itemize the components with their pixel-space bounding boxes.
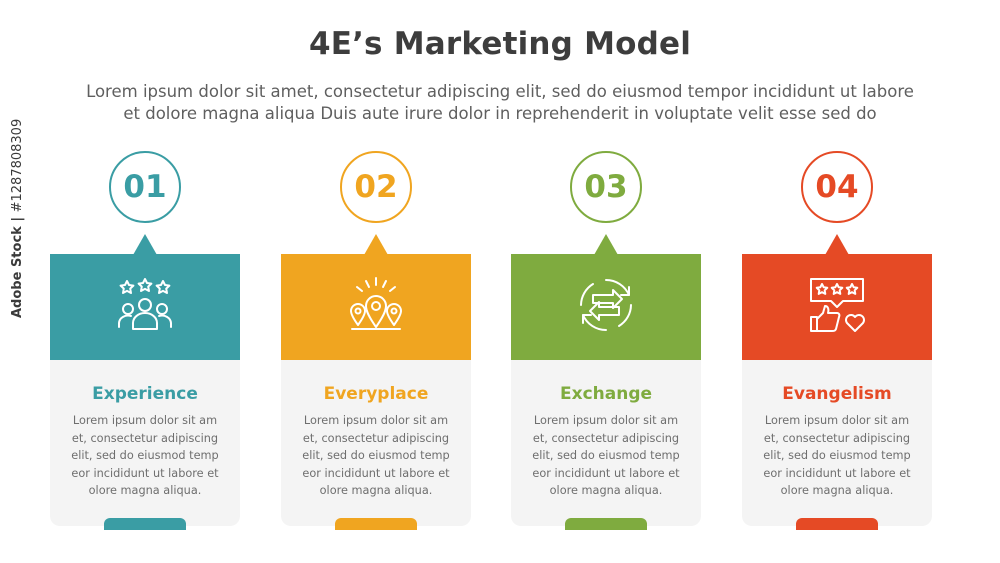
description-line: olore magna aliqua. xyxy=(780,484,894,497)
description-line: Lorem ipsum dolor sit am xyxy=(72,414,218,427)
location-pins-icon xyxy=(346,275,406,339)
stock-watermark: Adobe Stock | #1287808309 xyxy=(10,119,25,318)
step-pointer xyxy=(133,234,157,255)
step-description: Lorem ipsum dolor sit am et, consectetur… xyxy=(287,412,465,500)
step-pointer xyxy=(364,234,388,255)
watermark-id: #1287808309 xyxy=(10,118,25,213)
step-title: Exchange xyxy=(559,384,653,404)
description-line: elit, sed do eiusmod temp xyxy=(71,449,219,462)
description-line: elit, sed do eiusmod temp xyxy=(763,449,911,462)
page-subtitle: Lorem ipsum dolor sit amet, consectetur … xyxy=(30,81,970,125)
subtitle-line-1: Lorem ipsum dolor sit amet, consectetur … xyxy=(86,82,914,101)
exchange-arrows-icon xyxy=(576,275,636,339)
step-title: Evangelism xyxy=(782,384,892,404)
subtitle-line-2: et dolore magna aliqua Duis aute irure d… xyxy=(123,104,877,123)
step-header-box xyxy=(50,254,240,360)
description-line: eor incididunt ut labore et xyxy=(71,466,219,480)
description-line: Lorem ipsum dolor sit am xyxy=(303,414,449,427)
step-column-exchange: 03 Exchange Lorem ipsum dolor sit am et,… xyxy=(511,150,701,530)
step-description: Lorem ipsum dolor sit am et, consectetur… xyxy=(517,412,695,500)
description-line: eor incididunt ut labore et xyxy=(763,466,911,480)
description-line: elit, sed do eiusmod temp xyxy=(302,449,450,462)
description-line: Lorem ipsum dolor sit am xyxy=(533,414,679,427)
watermark-separator: | xyxy=(10,212,25,227)
step-header-box xyxy=(281,254,471,360)
step-header-box xyxy=(742,254,932,360)
step-description: Lorem ipsum dolor sit am et, consectetur… xyxy=(56,412,234,500)
description-line: eor incididunt ut labore et xyxy=(302,466,450,480)
step-bottom-tab xyxy=(565,518,647,530)
description-line: eor incididunt ut labore et xyxy=(532,466,680,480)
description-line: Lorem ipsum dolor sit am xyxy=(764,414,910,427)
step-description: Lorem ipsum dolor sit am et, consectetur… xyxy=(748,412,926,500)
step-pointer xyxy=(594,234,618,255)
description-line: et, consectetur adipiscing xyxy=(71,431,219,445)
step-column-experience: 01 Experience Lorem ipsum dolor sit am e… xyxy=(50,150,240,530)
description-line: olore magna aliqua. xyxy=(319,484,433,497)
step-column-everyplace: 02 Everyplace Lorem ipsum dolor sit am e… xyxy=(281,150,471,530)
step-bottom-tab xyxy=(335,518,417,530)
step-number: 01 xyxy=(109,151,181,223)
description-line: elit, sed do eiusmod temp xyxy=(532,449,680,462)
step-number: 03 xyxy=(570,151,642,223)
description-line: olore magna aliqua. xyxy=(549,484,663,497)
step-bottom-tab xyxy=(796,518,878,530)
step-bottom-tab xyxy=(104,518,186,530)
step-title: Experience xyxy=(92,384,198,404)
page-title: 4E’s Marketing Model xyxy=(308,26,692,62)
description-line: olore magna aliqua. xyxy=(88,484,202,497)
step-header-box xyxy=(511,254,701,360)
description-line: et, consectetur adipiscing xyxy=(532,431,680,445)
step-title: Everyplace xyxy=(323,384,429,404)
step-pointer xyxy=(825,234,849,255)
step-column-evangelism: 04 Evangelism Lorem ipsum dolor sit am e… xyxy=(742,150,932,530)
review-like-icon xyxy=(807,275,867,339)
description-line: et, consectetur adipiscing xyxy=(763,431,911,445)
description-line: et, consectetur adipiscing xyxy=(302,431,450,445)
watermark-brand: Adobe Stock xyxy=(10,226,25,318)
people-rating-icon xyxy=(115,275,175,339)
step-number: 04 xyxy=(801,151,873,223)
step-number: 02 xyxy=(340,151,412,223)
